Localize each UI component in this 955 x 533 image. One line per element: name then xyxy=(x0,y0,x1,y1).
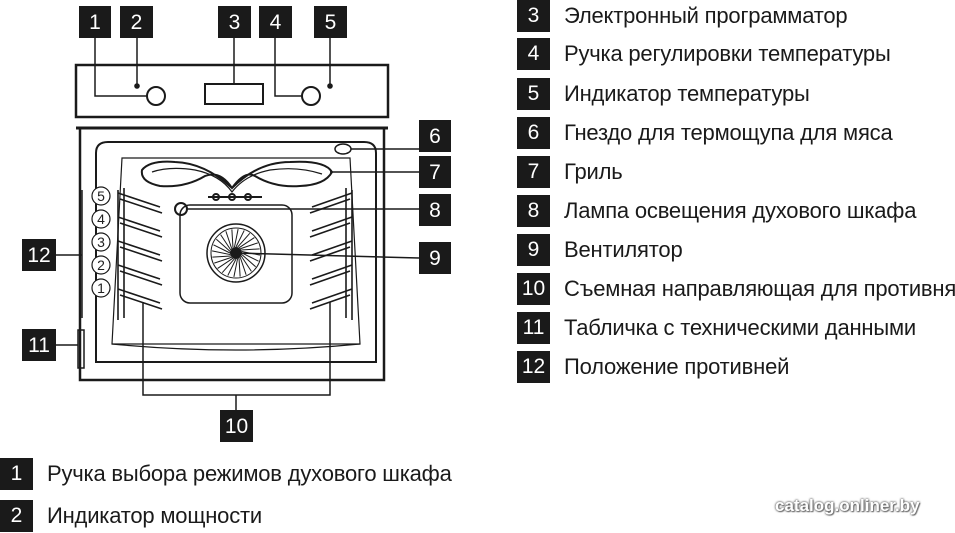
temperature-knob-icon xyxy=(301,86,321,106)
legend-label: Гриль xyxy=(564,159,623,184)
legend-item: 5 Индикатор температуры xyxy=(517,78,810,110)
oven-body xyxy=(78,128,386,382)
legend-number-badge: 12 xyxy=(517,351,550,383)
legend-label: Съемная направляющая для противня xyxy=(564,276,955,301)
legend-item: 9 Вентилятор xyxy=(517,234,683,266)
programmer-display xyxy=(204,83,264,105)
legend-label: Лампа освещения духового шкафа xyxy=(564,198,917,223)
legend-item: 4 Ручка регулировки температуры xyxy=(517,38,891,70)
rack-level-number: 3 xyxy=(97,234,105,250)
callout-badge-8 xyxy=(419,194,451,226)
left-shelf-runner xyxy=(117,188,353,320)
rack-level-number: 4 xyxy=(97,211,105,227)
legend-number-badge: 11 xyxy=(517,312,550,344)
callout-badge-5 xyxy=(314,6,347,38)
legend-item: 11 Табличка с техническими данными xyxy=(517,312,916,344)
callout-number: 4 xyxy=(270,11,282,34)
legend-number-badge: 2 xyxy=(0,500,33,532)
legend-label: Гнездо для термощупа для мяса xyxy=(564,120,893,145)
legend-label: Ручка регулировки температуры xyxy=(564,41,891,66)
callout-badge-7 xyxy=(419,156,451,188)
legend-label: Положение противней xyxy=(564,354,790,379)
legend-item: 6 Гнездо для термощупа для мяса xyxy=(517,117,893,149)
grill-element xyxy=(140,160,334,190)
legend-item: 3 Электронный программатор xyxy=(517,0,848,32)
legend-item: 7 Гриль xyxy=(517,156,623,188)
callout-badge-10 xyxy=(220,410,253,442)
right-shelf-runner xyxy=(309,188,353,318)
rack-level-number: 2 xyxy=(97,257,105,273)
legend-item: 12 Положение противней xyxy=(517,351,789,383)
rack-level-circle xyxy=(91,255,111,275)
callout-number: 12 xyxy=(27,244,50,267)
rack-level-number: 1 xyxy=(97,280,105,296)
callout-badge-2 xyxy=(120,6,153,38)
rating-plate xyxy=(77,329,85,369)
legend-label: Ручка выбора режимов духового шкафа xyxy=(47,461,452,486)
control-panel xyxy=(74,63,390,119)
legend-label: Электронный программатор xyxy=(564,3,848,28)
callout-number: 8 xyxy=(429,199,441,222)
legend-item: 2 Индикатор мощности xyxy=(0,500,262,532)
watermark: catalog.onliner.by xyxy=(775,496,920,515)
legend-number-badge: 8 xyxy=(517,195,550,227)
legend-item: 10 Съемная направляющая для противня xyxy=(517,273,955,305)
rack-level-circle xyxy=(91,232,111,252)
legend-label: Индикатор мощности xyxy=(47,503,262,528)
power-indicator-icon xyxy=(134,83,140,89)
callout-badge-3 xyxy=(218,6,251,38)
legend-number-badge: 1 xyxy=(0,458,33,490)
legend-item: 8 Лампа освещения духового шкафа xyxy=(517,195,916,227)
legend-label: Индикатор температуры xyxy=(564,81,810,106)
callout-number: 11 xyxy=(28,334,50,357)
callout-number: 9 xyxy=(429,247,441,270)
legend-number-badge: 6 xyxy=(517,117,550,149)
callout-badge-6 xyxy=(419,120,451,152)
callout-number: 1 xyxy=(89,11,101,34)
legend-item: 1 Ручка выбора режимов духового шкафа xyxy=(0,458,452,490)
temperature-indicator-icon xyxy=(327,83,333,89)
rack-level-circle xyxy=(91,278,111,298)
callout-number: 2 xyxy=(131,11,143,34)
legend-label: Вентилятор xyxy=(564,237,683,262)
callout-badge-4 xyxy=(259,6,292,38)
meat-probe-socket-icon xyxy=(334,143,352,155)
mode-knob-icon xyxy=(146,86,166,106)
callout-badge-12 xyxy=(22,239,56,271)
callout-number: 7 xyxy=(429,161,441,184)
legend-number-badge: 3 xyxy=(517,0,550,32)
legend-number-badge: 7 xyxy=(517,156,550,188)
oven-cavity xyxy=(95,141,377,363)
callout-number: 3 xyxy=(229,11,241,34)
legend-number-badge: 5 xyxy=(517,78,550,110)
legend-number-badge: 10 xyxy=(517,273,550,305)
rack-level-number: 5 xyxy=(97,188,105,204)
fan-icon xyxy=(206,223,266,283)
callout-badge-9 xyxy=(419,242,451,274)
callout-number: 5 xyxy=(325,11,337,34)
legend-label: Табличка с техническими данными xyxy=(564,315,917,340)
rack-level-circle xyxy=(91,186,111,206)
lamp-icon xyxy=(174,202,188,216)
callout-number: 10 xyxy=(225,415,248,438)
callout-badge-1 xyxy=(79,6,111,38)
callout-number: 6 xyxy=(429,125,441,148)
rack-level-circle xyxy=(91,209,111,229)
callout-badge-11 xyxy=(22,329,56,361)
legend-number-badge: 4 xyxy=(517,38,550,70)
legend-number-badge: 9 xyxy=(517,234,550,266)
